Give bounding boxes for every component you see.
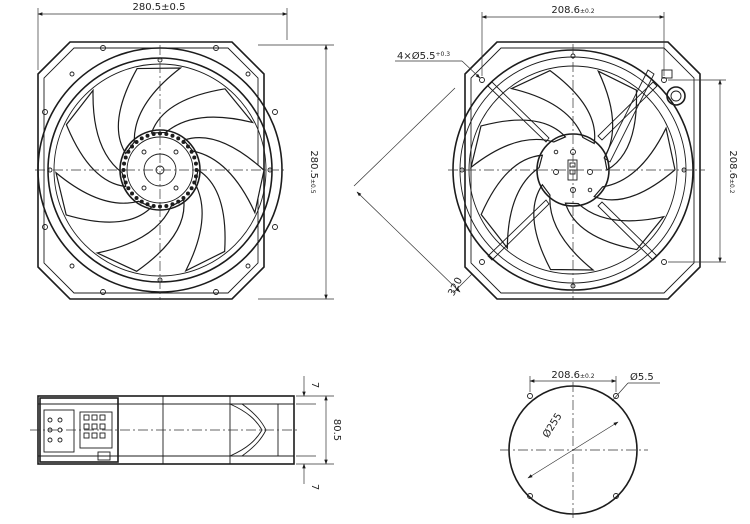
diagonal-dimension: 320 (353, 87, 473, 298)
hub-tooth (126, 186, 131, 191)
hub-tooth (181, 195, 186, 200)
hub-tooth (158, 204, 162, 209)
impeller-blade (55, 171, 153, 223)
impeller-blade (65, 88, 127, 188)
impeller-blade (509, 69, 596, 145)
impeller-blade (182, 137, 265, 215)
hub-tooth (134, 195, 139, 200)
hub-teeth (121, 131, 199, 209)
hub-tooth (151, 203, 156, 208)
hub-tooth (189, 186, 194, 191)
hub-tooth (185, 144, 190, 149)
hub-tooth (151, 132, 156, 137)
hub-tooth (139, 136, 144, 141)
rear-top-spacing-label: 208.6±0.2 (551, 5, 594, 16)
impeller-blade (564, 202, 666, 251)
cutout-diameter-label: Ø255 (540, 411, 564, 440)
hub-tooth (145, 202, 150, 207)
hub-tooth (194, 168, 199, 172)
front-width-dimension: 280.5±0.5 (37, 0, 288, 70)
hub-tooth (122, 161, 127, 166)
hub-tooth (158, 131, 162, 136)
hub-tooth (130, 144, 135, 149)
impeller-blade (150, 88, 255, 134)
panel-cutout (500, 382, 648, 518)
mount-hole-callout: 4×Ø5.5+0.3 (395, 50, 481, 79)
side-view (30, 395, 300, 465)
front-view (35, 41, 285, 300)
hub-tooth (123, 180, 128, 185)
side-top-flange-label: 7 (309, 382, 320, 388)
rear-hole-spacing-top: 208.6±0.2 (481, 5, 665, 76)
front-height-label: 280.5±0.5 (308, 150, 319, 193)
front-width-label: 280.5±0.5 (133, 2, 186, 13)
impeller-blade (593, 126, 676, 201)
hub-tooth (126, 149, 131, 154)
hub-tooth (139, 199, 144, 204)
rear-side-spacing-label: 208.6±0.2 (727, 150, 738, 193)
hub-tooth (176, 136, 181, 141)
rear-hole-spacing-side: 208.6±0.2 (668, 79, 738, 263)
side-dimensions: 7 80.5 7 (296, 376, 342, 490)
rear-view (448, 41, 705, 300)
hub-tooth (130, 191, 135, 196)
hub-tooth (122, 174, 127, 179)
front-impeller-blades (55, 67, 265, 273)
hub-tooth (170, 133, 175, 138)
cutout-hole-label: Ø5.5 (630, 371, 654, 383)
side-bottom-flange-label: 7 (309, 484, 320, 490)
impeller-blade (95, 198, 185, 273)
cutout-spacing-label: 208.6±0.2 (551, 370, 594, 381)
impeller-blade (597, 69, 638, 171)
hub-tooth (145, 133, 150, 138)
impeller-blade (480, 154, 544, 250)
rear-impeller-blades (470, 69, 676, 271)
impeller-blade (533, 183, 595, 271)
hub-tooth (176, 199, 181, 204)
side-depth-label: 80.5 (331, 419, 342, 441)
hub-tooth (170, 202, 175, 207)
hub-tooth (123, 155, 128, 160)
mount-hole-label: 4×Ø5.5+0.3 (397, 50, 450, 62)
hub-tooth (181, 140, 186, 145)
hub-tooth (189, 149, 194, 154)
impeller-blade (470, 119, 567, 169)
hub-tooth (164, 132, 169, 137)
front-height-dimension: 280.5±0.5 (258, 44, 334, 300)
hub-tooth (121, 168, 126, 172)
hub-tooth (164, 203, 169, 208)
hub-tooth (185, 191, 190, 196)
cutout-dimensions: 208.6±0.2 Ø5.5 Ø255 (527, 370, 660, 479)
hub-tooth (192, 180, 197, 185)
terminal-block (47, 414, 111, 461)
hub-tooth (193, 174, 198, 179)
hub-tooth (193, 161, 198, 166)
impeller-blade (184, 169, 226, 273)
hub-tooth (192, 155, 197, 160)
rear-struts (487, 69, 658, 261)
diagonal-label: 320 (447, 276, 465, 298)
impeller-blade (117, 67, 183, 155)
hub-tooth (134, 140, 139, 145)
